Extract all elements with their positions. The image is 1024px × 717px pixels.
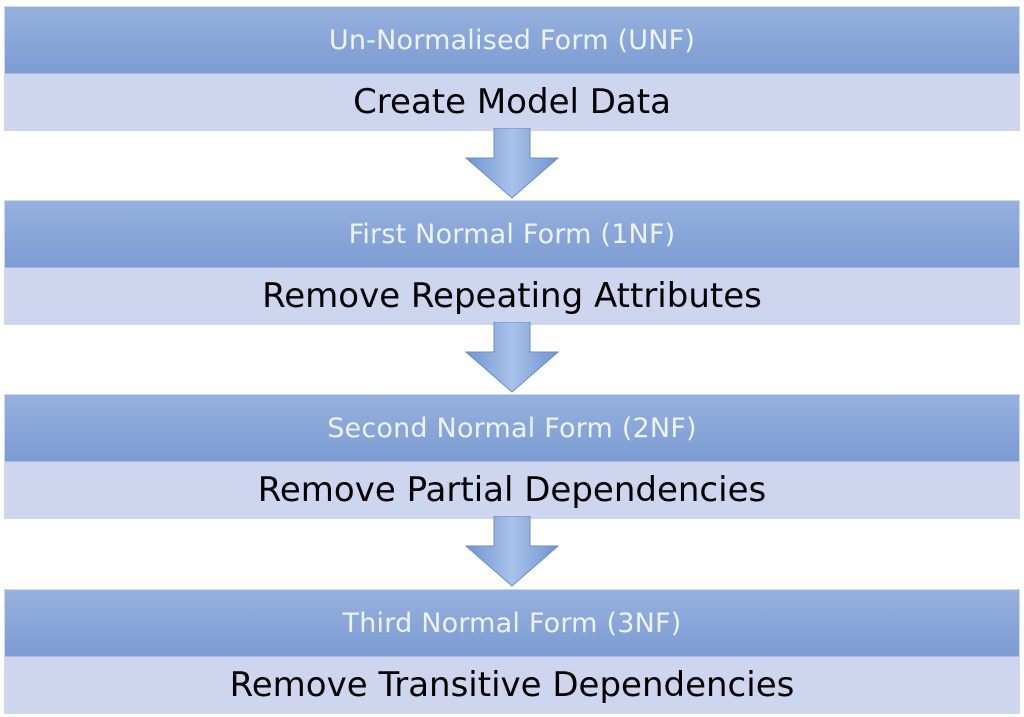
- down-arrow-icon: [464, 322, 560, 393]
- stage-1nf-title: First Normal Form (1NF): [5, 201, 1019, 267]
- stage-2nf-title: Second Normal Form (2NF): [5, 395, 1019, 461]
- stage-unf-title: Un-Normalised Form (UNF): [5, 7, 1019, 73]
- stage-1nf-action: Remove Repeating Attributes: [5, 267, 1019, 324]
- down-arrow-icon: [464, 516, 560, 587]
- stage-unf-action: Create Model Data: [5, 73, 1019, 130]
- stage-3nf-action: Remove Transitive Dependencies: [5, 656, 1019, 713]
- stage-unf: Un-Normalised Form (UNF) Create Model Da…: [4, 6, 1020, 131]
- down-arrow-icon: [464, 128, 560, 199]
- stage-1nf: First Normal Form (1NF) Remove Repeating…: [4, 200, 1020, 325]
- stage-2nf-action: Remove Partial Dependencies: [5, 461, 1019, 518]
- stage-2nf: Second Normal Form (2NF) Remove Partial …: [4, 394, 1020, 519]
- stage-3nf-title: Third Normal Form (3NF): [5, 590, 1019, 656]
- stage-3nf: Third Normal Form (3NF) Remove Transitiv…: [4, 589, 1020, 714]
